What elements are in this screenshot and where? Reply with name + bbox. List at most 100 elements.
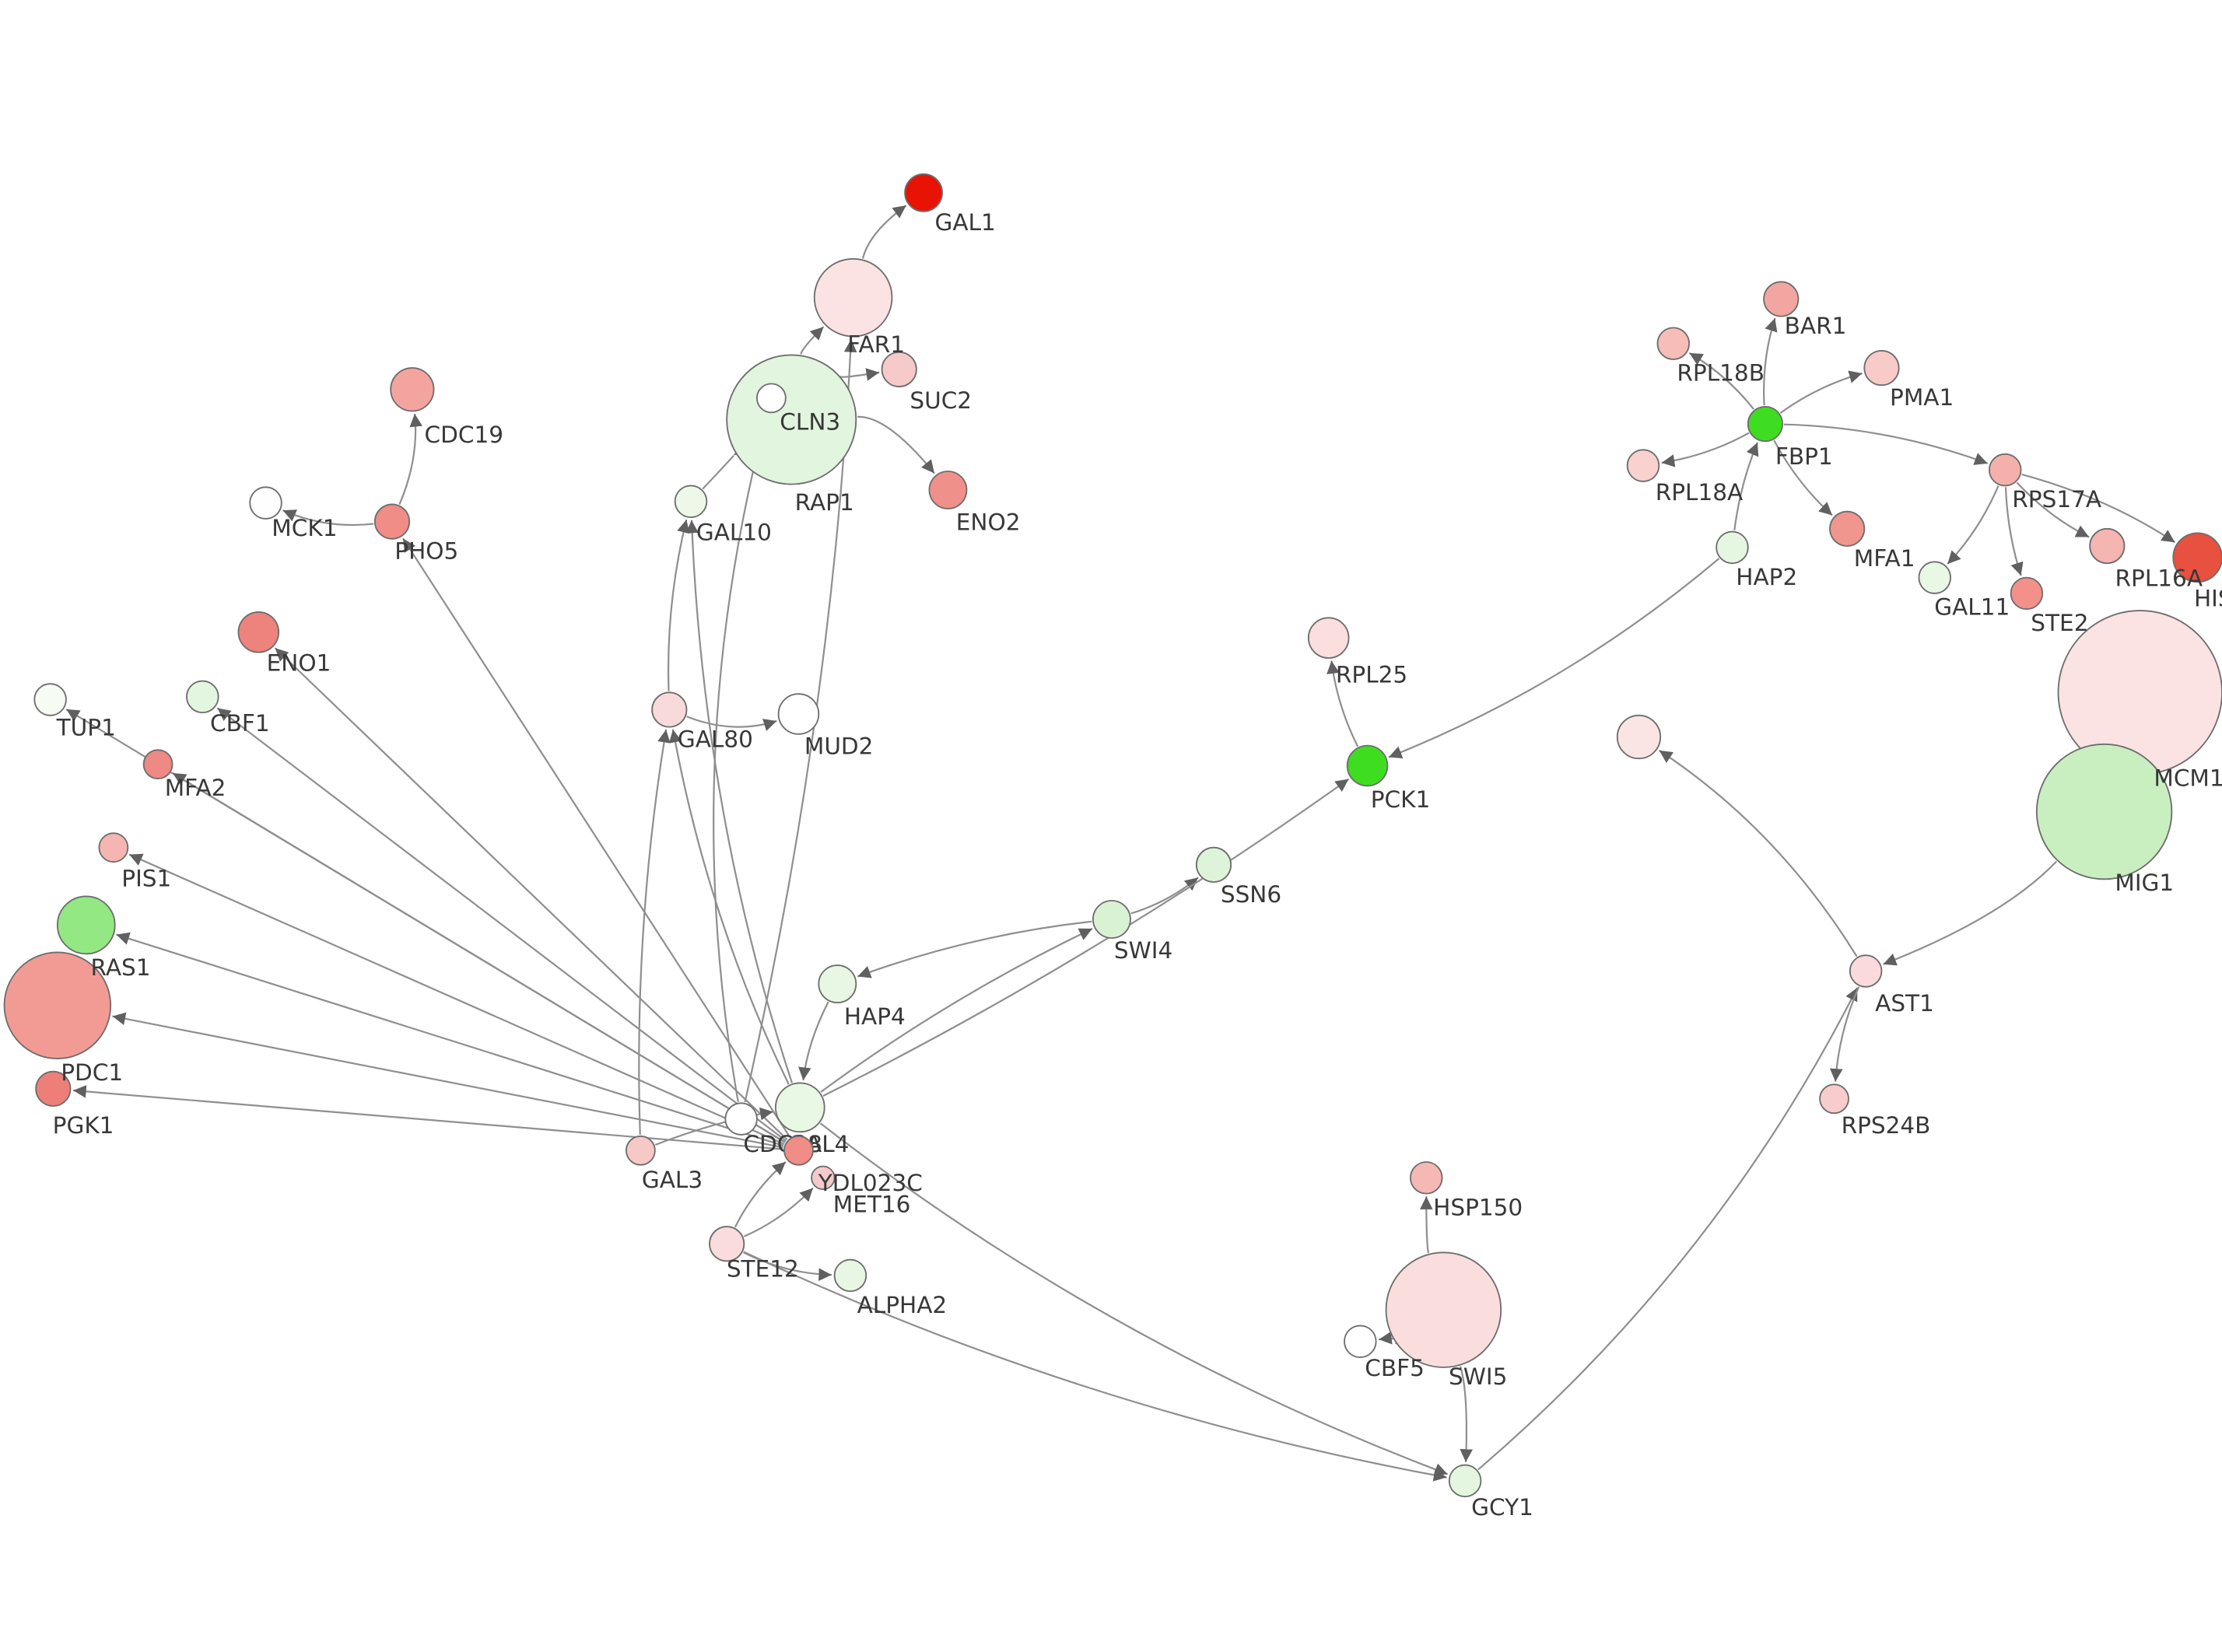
gene-node-MFA1[interactable] bbox=[1829, 510, 1866, 547]
edge-SWI4-HAP4[interactable] bbox=[857, 920, 1092, 978]
gene-node-RPS24B[interactable] bbox=[1819, 1083, 1849, 1115]
gene-node-SWI4[interactable] bbox=[1092, 900, 1131, 939]
edge-YDL023C-RAS1[interactable] bbox=[116, 932, 784, 1147]
edge-STE12-MET16[interactable] bbox=[743, 1187, 814, 1237]
gene-node-PDC1[interactable] bbox=[3, 951, 112, 1060]
gene-node-SSN6[interactable] bbox=[1195, 846, 1232, 883]
gene-node-RPL18A[interactable] bbox=[1626, 449, 1660, 482]
edge-RPS17A-RPL16A[interactable] bbox=[2016, 481, 2090, 538]
gene-node-PGK1[interactable] bbox=[35, 1070, 72, 1107]
gene-node-FAR1[interactable] bbox=[813, 257, 893, 338]
gene-node-CLN3[interactable] bbox=[756, 383, 787, 414]
edge-GAL4-GAL10[interactable] bbox=[685, 520, 793, 1083]
edge-STE12-YDL023C[interactable] bbox=[734, 1161, 787, 1228]
edge-YDL023C-ENO1[interactable] bbox=[274, 647, 788, 1140]
gene-node-NODE_A[interactable] bbox=[1616, 714, 1662, 760]
gene-node-GAL1[interactable] bbox=[904, 173, 943, 212]
edge-RAP1-SUC2[interactable] bbox=[839, 368, 880, 381]
gene-node-ENO1[interactable] bbox=[237, 611, 280, 653]
edge-AST1-RPS24B[interactable] bbox=[1829, 986, 1860, 1082]
gene-node-HAP2[interactable] bbox=[1716, 530, 1749, 565]
edge-RAP1-ENO2[interactable] bbox=[857, 415, 935, 474]
gene-node-STE12[interactable] bbox=[709, 1226, 745, 1262]
edge-FAR1-GAL1[interactable] bbox=[861, 205, 907, 259]
gene-node-PHO5[interactable] bbox=[373, 503, 411, 540]
gene-node-RPL25[interactable] bbox=[1307, 617, 1350, 659]
edge-GAL4-PCK1[interactable] bbox=[822, 778, 1350, 1097]
edge-GAL3-GAL4[interactable] bbox=[654, 1107, 773, 1146]
edge-FBP1-RPS17A[interactable] bbox=[1783, 423, 1989, 465]
gene-node-RAS1[interactable] bbox=[56, 895, 116, 955]
gene-node-CBF1[interactable] bbox=[186, 680, 219, 714]
edge-SWI4-SSN6[interactable] bbox=[1130, 877, 1199, 915]
gene-node-BAR1[interactable] bbox=[1763, 281, 1800, 317]
edge-GAL10-RAP1[interactable] bbox=[702, 443, 748, 490]
edge-PCK1-RPL25[interactable] bbox=[1327, 660, 1359, 747]
gene-node-ALPHA2[interactable] bbox=[833, 1258, 867, 1293]
edge-FBP1-BAR1[interactable] bbox=[1763, 317, 1778, 406]
edge-FBP1-RPL18B[interactable] bbox=[1688, 352, 1754, 410]
gene-node-ENO2[interactable] bbox=[928, 471, 968, 509]
edge-FBP1-RPL18A[interactable] bbox=[1661, 432, 1750, 467]
gene-node-STE2[interactable] bbox=[2010, 576, 2044, 611]
gene-node-CDC19[interactable] bbox=[390, 367, 435, 412]
gene-node-MFA2[interactable] bbox=[142, 749, 173, 779]
edge-GAL80-MUD2[interactable] bbox=[686, 716, 777, 731]
edge-YDL023C-PDC1[interactable] bbox=[112, 1012, 783, 1149]
edge-RPS17A-STE2[interactable] bbox=[2004, 487, 2024, 576]
gene-node-GAL4[interactable] bbox=[775, 1082, 825, 1133]
gene-node-GCY1[interactable] bbox=[1448, 1464, 1482, 1498]
gene-node-PIS1[interactable] bbox=[98, 832, 129, 863]
edge-HAP4-GAL4[interactable] bbox=[798, 1001, 829, 1081]
edge-STE12-GCY1[interactable] bbox=[743, 1251, 1447, 1482]
gene-node-AST1[interactable] bbox=[1849, 954, 1883, 988]
gene-node-FBP1[interactable] bbox=[1747, 406, 1783, 443]
edge-YDL023C-PGK1[interactable] bbox=[72, 1085, 783, 1150]
edge-YDL023C-CBF1[interactable] bbox=[216, 707, 787, 1142]
edge-RAP1-FAR1[interactable] bbox=[800, 326, 825, 355]
edge-GAL4-GCY1[interactable] bbox=[819, 1122, 1449, 1476]
edge-SWI5-GCY1[interactable] bbox=[1460, 1366, 1473, 1462]
gene-node-MIG1[interactable] bbox=[2035, 743, 2173, 880]
gene-node-CBF5[interactable] bbox=[1344, 1325, 1377, 1359]
edge-GAL3-GAL80[interactable] bbox=[638, 729, 671, 1135]
gene-node-TUP1[interactable] bbox=[33, 683, 67, 716]
gene-node-MUD2[interactable] bbox=[777, 693, 820, 735]
edge-YDL023C-PHO5[interactable] bbox=[402, 537, 791, 1138]
edge-FBP1-PMA1[interactable] bbox=[1779, 370, 1863, 414]
gene-node-PMA1[interactable] bbox=[1863, 350, 1900, 387]
gene-node-YDL023C[interactable] bbox=[783, 1135, 814, 1166]
gene-node-SWI5[interactable] bbox=[1385, 1251, 1502, 1368]
gene-node-GAL3[interactable] bbox=[626, 1135, 656, 1166]
gene-node-MCK1[interactable] bbox=[249, 486, 282, 520]
gene-node-GAL11[interactable] bbox=[1918, 561, 1951, 594]
edge-RPS17A-GAL11[interactable] bbox=[1947, 485, 1999, 565]
gene-node-RAP1[interactable] bbox=[726, 354, 857, 485]
edge-YDL023C-MFA2[interactable] bbox=[172, 772, 786, 1143]
gene-node-CDC28[interactable] bbox=[724, 1102, 758, 1136]
edge-MIG1-AST1[interactable] bbox=[1883, 860, 2058, 966]
edge-HAP2-PCK1[interactable] bbox=[1388, 558, 1720, 759]
gene-node-GAL10[interactable] bbox=[674, 485, 708, 519]
gene-node-PCK1[interactable] bbox=[1346, 744, 1389, 787]
gene-node-RPL16A[interactable] bbox=[2089, 527, 2126, 565]
edge-CDC28-CLN3[interactable] bbox=[713, 414, 770, 1102]
edge-FBP1-MFA1[interactable] bbox=[1773, 439, 1833, 516]
edge-GAL80-GAL10[interactable] bbox=[667, 519, 690, 691]
gene-node-HSP150[interactable] bbox=[1410, 1161, 1443, 1195]
edge-AST1-NODE_A[interactable] bbox=[1659, 749, 1858, 957]
gene-node-RPL18B[interactable] bbox=[1656, 327, 1690, 360]
gene-node-RPS17A[interactable] bbox=[1989, 453, 2022, 487]
gene-node-GAL80[interactable] bbox=[651, 691, 688, 728]
edge-YDL023C-PIS1[interactable] bbox=[128, 853, 785, 1146]
edge-HAP2-FBP1[interactable] bbox=[1733, 442, 1759, 531]
edge-GAL4-SWI4[interactable] bbox=[820, 928, 1093, 1093]
gene-node-SUC2[interactable] bbox=[881, 351, 917, 388]
edge-PHO5-MCK1[interactable] bbox=[282, 509, 374, 527]
gene-node-HAP4[interactable] bbox=[818, 964, 857, 1004]
gene-node-HIS4[interactable] bbox=[2172, 532, 2222, 583]
edge-PHO5-CDC19[interactable] bbox=[398, 413, 422, 505]
gene-node-MET16[interactable] bbox=[811, 1165, 836, 1191]
edge-GAL4-GAL80[interactable] bbox=[668, 729, 790, 1085]
